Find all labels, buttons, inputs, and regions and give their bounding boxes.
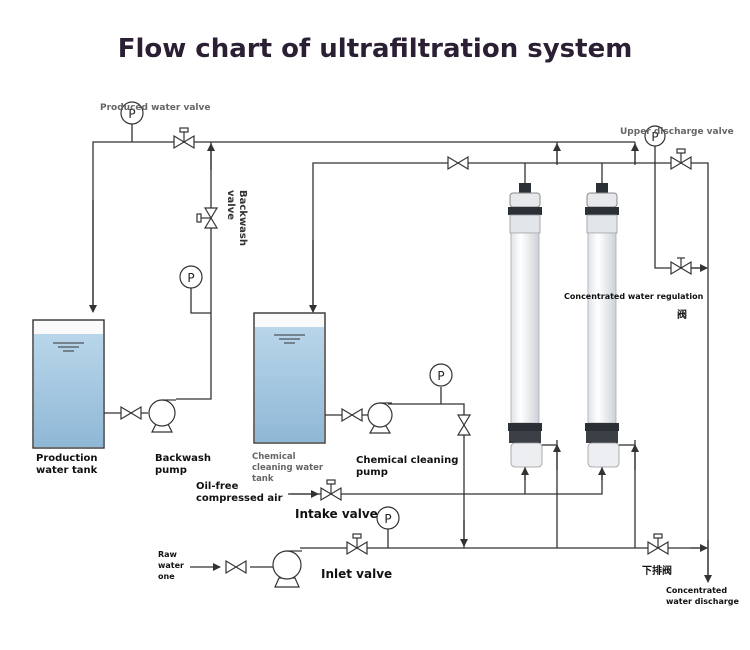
raw-water-valve[interactable]: [225, 559, 247, 575]
label-raw-water: Raw water one: [158, 550, 184, 581]
label-chemical-pump: Chemical cleaning pump: [356, 455, 459, 478]
label-oil-free-air: Oil-free compressed air: [196, 481, 283, 504]
label-produced-water-valve: Produced water valve: [100, 103, 211, 113]
pressure-gauge-upper-discharge: P: [644, 125, 666, 147]
label-lower-drain-cn: 下排阀: [642, 566, 672, 577]
upper-discharge-valve[interactable]: [670, 148, 692, 171]
chemical-cleaning-pump[interactable]: [367, 402, 393, 434]
concentrate-regulation-valve[interactable]: [670, 257, 692, 276]
gauge-letter: P: [384, 512, 391, 526]
label-concentrated-discharge: Concentrated water discharge: [666, 586, 739, 606]
label-concentrated-regulation-cn: 阀: [677, 310, 687, 321]
label-backwash-pump: Backwash pump: [155, 453, 212, 476]
pressure-gauge-produced-water: P: [120, 101, 144, 125]
pressure-gauge-chemical: P: [429, 363, 453, 387]
production-water-tank: [32, 319, 105, 449]
production-tank-outlet-valve[interactable]: [120, 405, 142, 421]
label-concentrated-regulation: Concentrated water regulation: [564, 292, 704, 301]
chemical-pump-discharge: [388, 403, 465, 548]
chemical-cleaning-tank: [253, 312, 326, 444]
label-backwash-valve: Backwash valve: [225, 190, 248, 247]
lower-drain-valve[interactable]: [647, 533, 669, 556]
raw-water-pump[interactable]: [272, 550, 302, 588]
backwash-pump[interactable]: [148, 399, 176, 433]
product-water-header: [92, 141, 635, 310]
pipes: [89, 124, 712, 583]
inlet-valve[interactable]: [346, 533, 368, 556]
intake-valve[interactable]: [320, 479, 342, 502]
label-inlet-valve: Inlet valve: [321, 567, 393, 581]
label-chemical-tank: Chemical cleaning water tank: [252, 452, 324, 484]
gauge-letter: P: [651, 130, 658, 144]
chemical-return-valve[interactable]: [447, 155, 469, 171]
label-intake-valve: Intake valve: [295, 507, 378, 521]
produced-water-valve[interactable]: [173, 127, 195, 150]
backwash-valve[interactable]: [196, 207, 219, 229]
backwash-gauge-stem: [190, 288, 211, 314]
gauge-letter: P: [187, 271, 194, 285]
membrane-module-2: [585, 183, 620, 468]
label-production-tank: Production water tank: [36, 453, 98, 476]
upper-discharge-line: [655, 162, 709, 580]
pressure-gauge-backwash: P: [179, 265, 203, 289]
page-title: Flow chart of ultrafiltration system: [117, 34, 633, 64]
label-upper-discharge-valve: Upper discharge valve: [620, 127, 734, 137]
chemical-tank-outlet-valve[interactable]: [341, 407, 363, 423]
pressure-gauge-inlet: P: [376, 506, 400, 530]
gauge-letter: P: [128, 107, 135, 121]
concentrate-regulation-line: [654, 163, 700, 269]
gauge-letter: P: [437, 369, 444, 383]
chemical-cleaning-valve[interactable]: [456, 414, 472, 436]
membrane-module-1: [508, 183, 543, 468]
